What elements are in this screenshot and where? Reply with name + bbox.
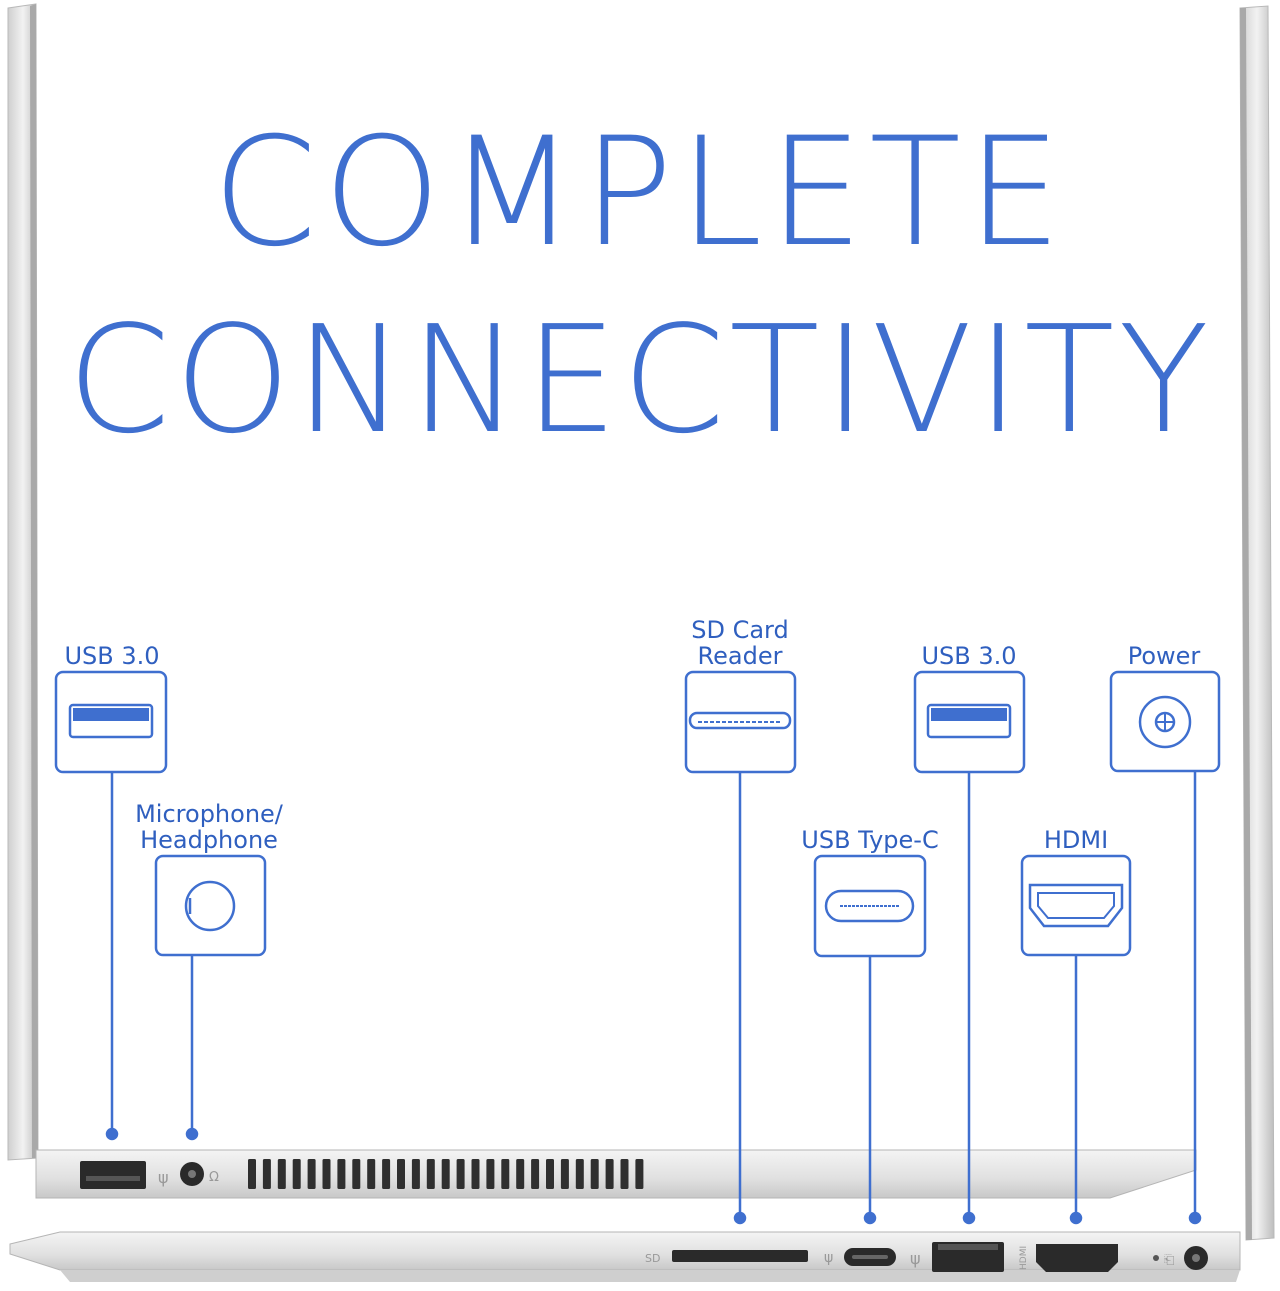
headline-line-1: COMPLETE: [212, 106, 1068, 280]
vent-slot: [456, 1159, 465, 1189]
label-sd-card: SD Card Reader: [691, 616, 789, 670]
vent-slot: [590, 1159, 599, 1189]
svg-text:ψ: ψ: [910, 1249, 921, 1268]
vent-slot: [471, 1159, 480, 1189]
chassis-sd-mark: SD: [645, 1252, 660, 1265]
vent-slot: [575, 1159, 584, 1189]
vent-slot: [635, 1159, 644, 1189]
sd-card-slot-icon: [684, 670, 797, 774]
label-usb-c: USB Type-C: [801, 826, 939, 854]
vent-slot: [516, 1159, 525, 1189]
label-power: Power: [1127, 642, 1201, 670]
hdmi-port-icon: [1020, 854, 1132, 957]
vent-slot: [322, 1159, 331, 1189]
svg-text:ψ: ψ: [824, 1250, 833, 1266]
label-audio-jack: Microphone/ Headphone: [135, 800, 283, 854]
vent-slot: [337, 1159, 346, 1189]
vent-slot: [426, 1159, 435, 1189]
headline-line-2: CONNECTIVITY: [67, 294, 1213, 466]
power-jack-icon: [1109, 670, 1221, 773]
vent-slot: [411, 1159, 420, 1189]
vent-slot: [501, 1159, 510, 1189]
vent-slot: [441, 1159, 450, 1189]
vent-slot: [307, 1159, 316, 1189]
vent-slot: [262, 1159, 271, 1189]
usb-c-port-icon: [813, 854, 927, 958]
svg-text:Ω: Ω: [209, 1170, 219, 1185]
vent-slot: [605, 1159, 614, 1189]
usb-a-port-icon: [913, 670, 1026, 774]
vent-slot: [546, 1159, 554, 1189]
svg-text:⎗: ⎗: [1164, 1253, 1174, 1268]
usb-a-port-icon: [54, 670, 168, 774]
svg-text:ψ: ψ: [158, 1168, 169, 1187]
vent-slot: [277, 1159, 286, 1189]
vent-slot: [292, 1159, 301, 1189]
right-side-base: SD ψ ψ HDMI ⎗: [9, 1231, 1241, 1282]
label-usb-left: USB 3.0: [64, 642, 160, 670]
vent-slot: [397, 1159, 405, 1189]
audio-jack-icon: [154, 854, 267, 957]
chassis-usb-left: [80, 1161, 146, 1189]
chassis-hdmi-mark: HDMI: [1019, 1246, 1029, 1270]
right-lid-edge: [1239, 5, 1275, 1241]
vent-slot: [382, 1159, 391, 1189]
vent-slot: [352, 1159, 361, 1189]
chassis-hdmi: [1036, 1244, 1118, 1272]
label-usb-right: USB 3.0: [921, 642, 1017, 670]
vent-slot: [531, 1159, 540, 1189]
chassis-vents: [248, 1159, 644, 1189]
vent-slot: [620, 1159, 629, 1189]
chassis-sd-slot: [672, 1250, 808, 1262]
label-hdmi: HDMI: [1043, 826, 1109, 854]
vent-slot: [248, 1159, 256, 1189]
vent-slot: [367, 1159, 376, 1189]
vent-slot: [486, 1159, 495, 1189]
vent-slot: [560, 1159, 569, 1189]
left-side-base: ψ Ω: [35, 1149, 1197, 1199]
leader-lines: [105, 772, 1202, 1225]
